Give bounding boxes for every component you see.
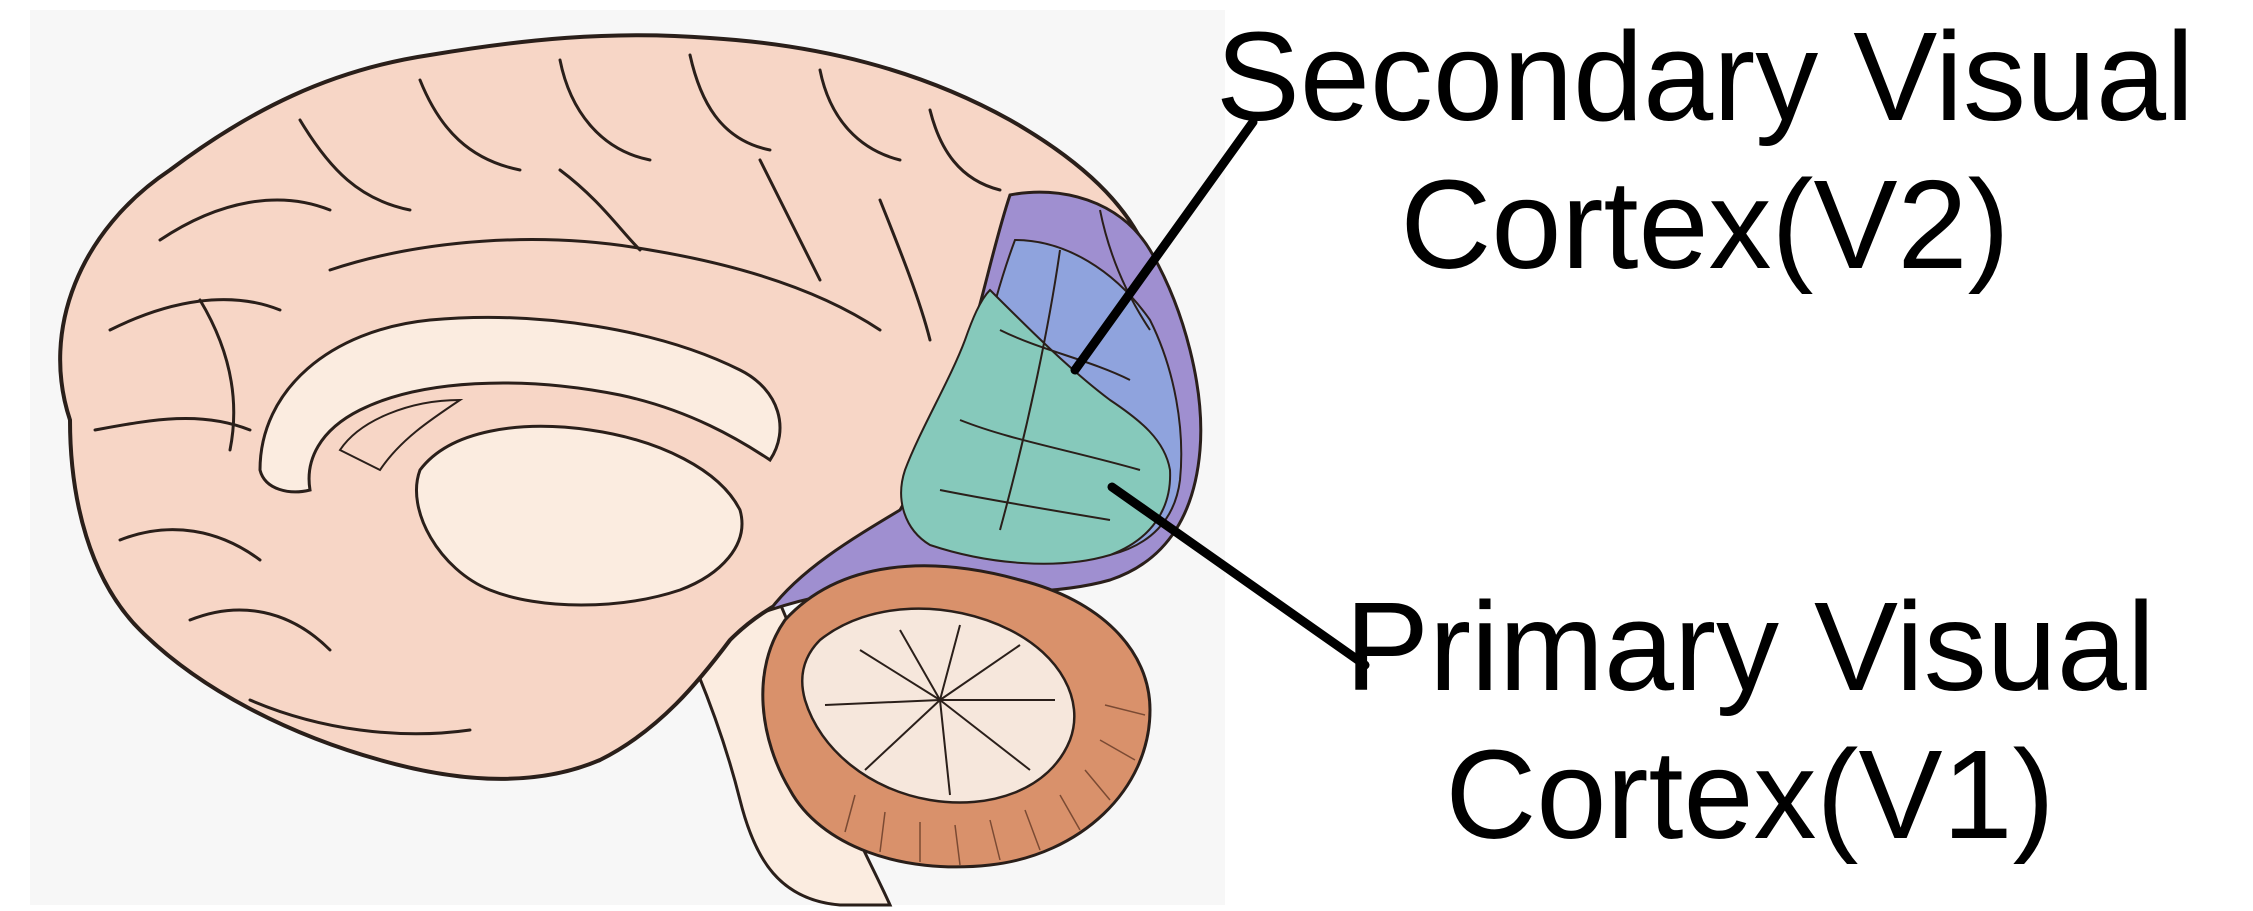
primary-label-line2: Cortex(V1) [1445, 724, 2054, 865]
secondary-label-line1: Secondary Visual [1216, 6, 2194, 147]
secondary-label-line2: Cortex(V2) [1400, 154, 2009, 295]
primary-label-line1: Primary Visual [1345, 576, 2155, 717]
